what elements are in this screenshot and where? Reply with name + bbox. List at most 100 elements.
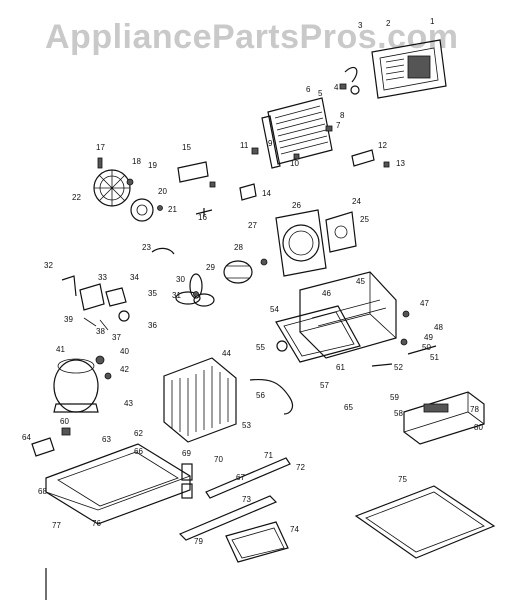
callout-13: 13 [396,159,405,168]
callout-64: 64 [22,433,31,442]
clips [151,208,213,255]
compressor [53,355,112,413]
callout-19: 19 [148,161,157,170]
callout-6: 6 [306,85,311,94]
callout-23: 23 [142,243,151,252]
base-pan [45,443,191,525]
callout-73: 73 [242,495,251,504]
callout-17: 17 [96,143,105,152]
callout-58: 58 [394,409,403,418]
callout-42: 42 [120,365,129,374]
front-grille-panel [371,39,447,99]
callout-51: 51 [430,353,439,362]
callout-65: 65 [344,403,353,412]
callout-62: 62 [134,429,143,438]
callout-79: 79 [194,537,203,546]
callout-22: 22 [72,193,81,202]
small-tray [225,521,289,563]
gasket-54 [275,305,361,363]
callout-72: 72 [296,463,305,472]
callout-29: 29 [206,263,215,272]
filter-frame [354,485,496,559]
callout-12: 12 [378,141,387,150]
callout-76: 76 [92,519,101,528]
callout-77: 77 [52,521,61,530]
callout-labels: 1 2 3 4 5 6 7 8 9 10 11 12 13 14 15 16 1… [22,17,483,546]
callout-60: 60 [60,417,69,426]
callout-54: 54 [270,305,279,314]
callout-74: 74 [290,525,299,534]
fan-blade [175,273,215,307]
callout-45: 45 [356,277,365,286]
callout-41: 41 [56,345,65,354]
callout-31: 31 [172,291,181,300]
callout-80: 80 [474,423,483,432]
callout-8: 8 [340,111,345,120]
callout-25: 25 [360,215,369,224]
fan-shroud [275,209,327,277]
callout-40: 40 [120,347,129,356]
refrigerant-tube [249,378,294,415]
callout-4: 4 [334,83,339,92]
callout-7: 7 [336,121,341,130]
callout-21: 21 [168,205,177,214]
electrical-components [61,275,130,331]
slide-rails [178,457,291,541]
callout-48: 48 [434,323,443,332]
callout-39: 39 [64,315,73,324]
callout-69: 69 [182,449,191,458]
coil-bracket-parts [251,125,333,160]
fan-motor [223,258,268,284]
callout-59: 59 [390,393,399,402]
callout-43: 43 [124,399,133,408]
callout-30: 30 [176,275,185,284]
watermark: AppliancePartsPros.com [45,18,458,56]
condenser-coil [163,357,237,443]
base-mount-60 [31,427,71,457]
mounting-bracket [351,149,390,168]
callout-32: 32 [44,261,53,270]
callout-15: 15 [182,143,191,152]
callout-50: 50 [422,343,431,352]
callout-38: 38 [96,327,105,336]
callout-46: 46 [322,289,331,298]
callout-16: 16 [198,213,207,222]
callout-26: 26 [292,201,301,210]
callout-68: 68 [38,487,47,496]
callout-78: 78 [470,405,479,414]
control-hardware [339,67,360,95]
callout-56: 56 [256,391,265,400]
callout-36: 36 [148,321,157,330]
callout-37: 37 [112,333,121,342]
callout-63: 63 [102,435,111,444]
support-channel [403,391,485,445]
motor-bracket-24-25 [325,211,357,253]
blower-wheel-assembly [93,157,163,222]
callout-55: 55 [256,343,265,352]
callout-33: 33 [98,273,107,282]
callout-1: 1 [430,17,435,26]
callout-27: 27 [248,221,257,230]
callout-14: 14 [262,189,271,198]
callout-53: 53 [242,421,251,430]
callout-44: 44 [222,349,231,358]
callout-28: 28 [234,243,243,252]
evaporator-coil [261,97,333,169]
callout-35: 35 [148,289,157,298]
callout-66: 66 [134,447,143,456]
callout-3: 3 [358,21,363,30]
callout-61: 61 [336,363,345,372]
callout-2: 2 [386,19,391,28]
callout-11: 11 [240,141,249,150]
callout-57: 57 [320,381,329,390]
callout-10: 10 [290,159,299,168]
small-hardware-right [276,310,437,367]
callout-5: 5 [318,89,323,98]
callout-34: 34 [130,273,139,282]
callout-52: 52 [394,363,403,372]
callout-49: 49 [424,333,433,342]
motor-mount-plate [177,161,257,201]
callout-70: 70 [214,455,223,464]
callout-47: 47 [420,299,429,308]
